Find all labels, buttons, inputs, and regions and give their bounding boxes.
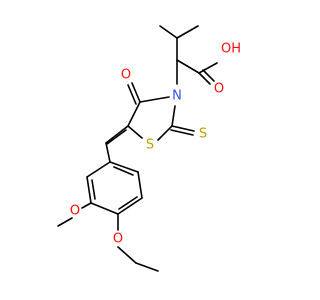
bond bbox=[105, 142, 111, 163]
bond bbox=[170, 129, 194, 136]
bond bbox=[90, 202, 119, 215]
bond bbox=[159, 25, 178, 39]
bond-lines bbox=[57, 25, 218, 272]
bond bbox=[171, 125, 195, 132]
bond bbox=[171, 105, 176, 127]
atom-label-s-thione: S bbox=[199, 127, 207, 142]
atom-label-o-methoxy: O bbox=[70, 204, 80, 219]
bond bbox=[127, 125, 143, 139]
bond bbox=[117, 197, 143, 215]
atom-label-o-ketone: O bbox=[121, 68, 131, 83]
bond bbox=[198, 62, 218, 74]
bond bbox=[106, 129, 127, 145]
bond bbox=[137, 171, 143, 199]
bond bbox=[176, 59, 200, 74]
bond bbox=[176, 25, 199, 39]
bond bbox=[202, 69, 215, 82]
bond bbox=[139, 96, 170, 103]
bond bbox=[105, 125, 129, 144]
molecule-structure-diagram: OH O O N S S O O bbox=[57, 25, 241, 272]
atom-label-o-acid: O bbox=[214, 82, 224, 97]
bond bbox=[86, 176, 92, 204]
bond bbox=[131, 82, 141, 103]
bond bbox=[127, 101, 141, 127]
atom-labels: OH O O N S S O O bbox=[70, 42, 241, 247]
bond bbox=[117, 246, 137, 264]
atom-label-n: N bbox=[172, 89, 182, 104]
bond bbox=[81, 202, 92, 209]
bond bbox=[157, 125, 173, 141]
bond bbox=[113, 166, 134, 176]
bond bbox=[118, 196, 138, 210]
bond bbox=[57, 217, 73, 227]
bond bbox=[127, 84, 137, 105]
bond bbox=[135, 262, 159, 272]
bond bbox=[91, 179, 96, 200]
atom-label-s-ring: S bbox=[146, 138, 154, 153]
atom-label-o-ethoxy: O bbox=[113, 232, 123, 247]
bond bbox=[86, 161, 111, 178]
atom-label-oh: OH bbox=[221, 42, 241, 57]
bond bbox=[109, 161, 139, 173]
bond bbox=[198, 72, 211, 85]
